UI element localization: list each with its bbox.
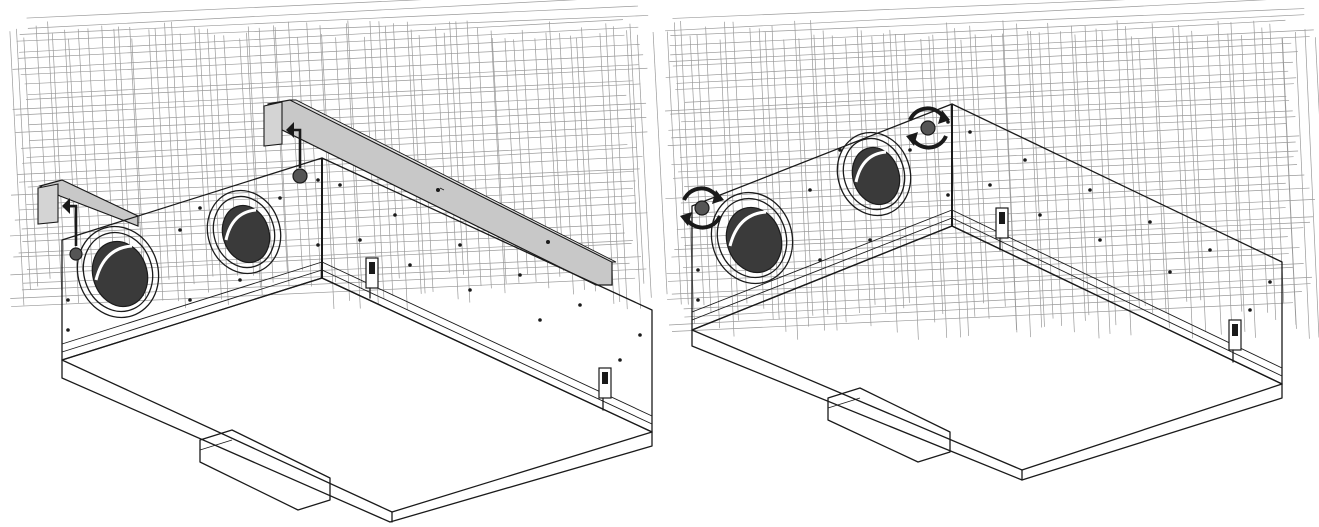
right-panel [665,0,1319,481]
duct-collar-left-1 [76,225,160,319]
duct-collar-left-2 [206,189,282,275]
wall-mesh-left [9,0,668,310]
latch-right-2 [1228,319,1242,363]
panel-screws-right [696,120,1272,312]
duct-collar-right-1 [710,191,794,285]
arrow-up-icon [286,122,302,168]
duct-collar-right-2 [836,131,912,217]
mounting-knob-left-2 [292,168,308,184]
wall-bracket-right [263,99,617,286]
left-panel [9,0,668,523]
latch-left-1 [365,257,379,299]
ventilation-unit-right [680,103,1283,481]
mounting-knob-left-1 [69,247,83,261]
arrow-up-icon [62,198,78,246]
rotate-icon [906,106,950,150]
latch-left-2 [598,367,612,411]
wall-mesh-right [665,0,1319,340]
rotate-icon [680,186,724,230]
latch-right-1 [995,207,1009,251]
wall-bracket-left [37,179,139,227]
ventilation-unit-left [61,122,653,523]
panel-screws-left [66,178,642,362]
